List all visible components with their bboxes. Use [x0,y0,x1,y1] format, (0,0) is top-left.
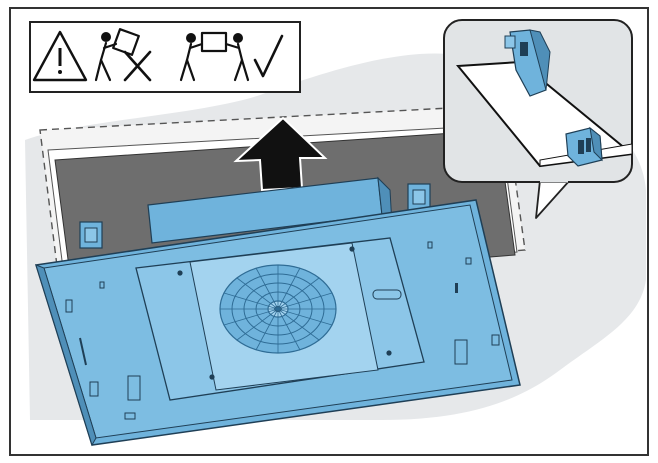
warning-pictogram-panel [30,22,300,92]
fan-grille [220,265,336,353]
mounting-clip-right [408,184,430,210]
latch-handle [373,290,401,299]
mounting-clip-left [80,222,102,248]
